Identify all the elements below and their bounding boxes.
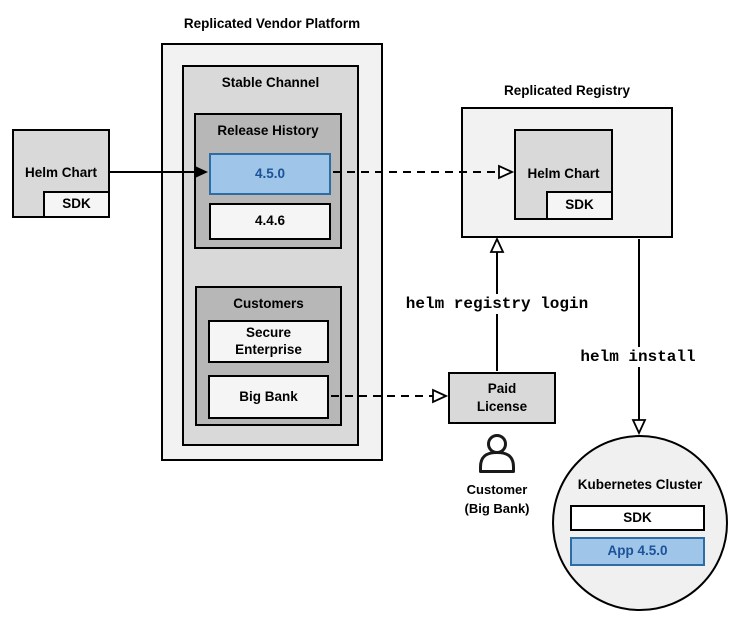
stable-channel-title: Stable Channel [221,75,320,90]
kubernetes-sdk-label: SDK [623,509,652,525]
customer-caption-line2: (Big Bank) [464,500,530,516]
customers-title: Customers [233,296,304,311]
registry-title: Replicated Registry [503,83,631,98]
customer-caption: Customer (Big Bank) [437,481,557,519]
customer-caption-line1: Customer [466,482,528,497]
kubernetes-sdk-box: SDK [570,505,705,531]
person-icon [479,434,515,473]
release-history-title: Release History [217,123,319,138]
version-box-450: 4.5.0 [209,153,331,195]
customer-box-secure-enterprise: Secure Enterprise [208,320,329,363]
paid-license-label: Paid License [450,374,554,422]
source-sdk-box: SDK [43,191,110,218]
registry-sdk-label: SDK [565,197,594,213]
customer-label-secure-enterprise: Secure Enterprise [235,324,302,357]
paid-license-line2: License [476,399,528,414]
customer-box-big-bank: Big Bank [208,375,329,419]
paid-license-line1: Paid [487,381,517,397]
source-helm-chart-box: Helm Chart SDK [12,129,110,218]
version-box-446: 4.4.6 [209,203,331,240]
command-registry-login: helm registry login [402,294,592,314]
version-label-450: 4.5.0 [254,165,286,181]
kubernetes-app-box: App 4.5.0 [570,537,705,566]
source-sdk-label: SDK [62,196,91,212]
command-install: helm install [577,347,699,367]
customer-label-big-bank: Big Bank [239,388,298,404]
registry-helm-chart-label: Helm Chart [527,166,600,182]
source-helm-chart-label: Helm Chart [24,165,97,181]
vendor-platform-title: Replicated Vendor Platform [183,16,361,31]
registry-sdk-box: SDK [546,191,613,220]
version-label-446: 4.4.6 [254,213,286,229]
kubernetes-app-label: App 4.5.0 [607,543,668,559]
arrow-registry-to-cluster [631,239,647,436]
paid-license-box: Paid License [448,372,556,424]
kubernetes-cluster-title: Kubernetes Cluster [577,477,703,492]
registry-helm-chart-box: Helm Chart SDK [514,129,613,220]
